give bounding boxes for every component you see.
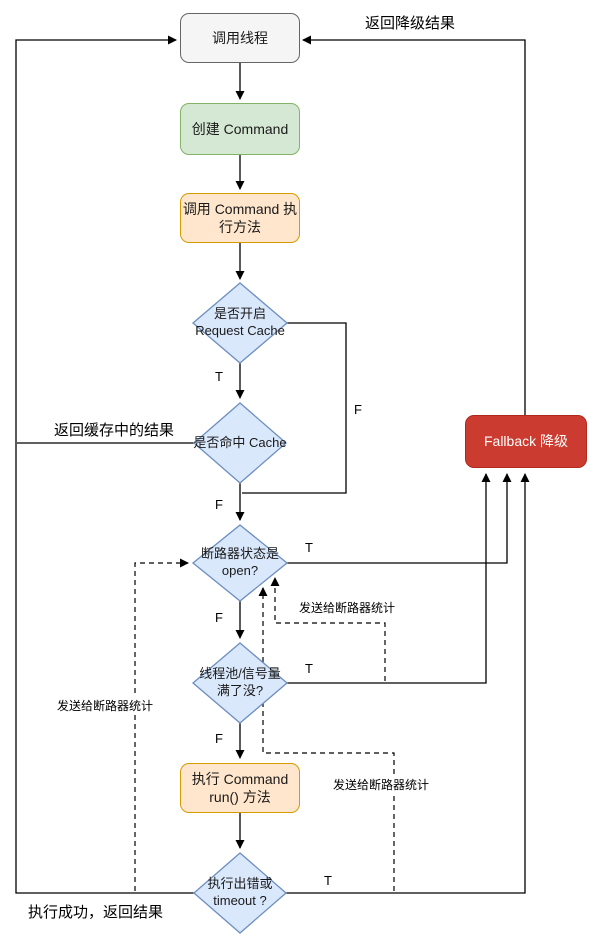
edge-label-circuit-open-true: T (303, 540, 315, 555)
edge-circuit-open-true-to-fallback (287, 473, 512, 564)
decision-pool-full-label: 线程池/信号量 满了没? (199, 666, 281, 698)
edge-pool-full-true-to-fallback (287, 473, 491, 684)
edge-label-cache-hit-false: F (213, 497, 225, 512)
node-invoke-execute-method: 调用 Command 执 行方法 (180, 193, 300, 243)
edge-label-request-cache-true: T (213, 369, 225, 384)
edge-label-return-fallback-result: 返回降级结果 (363, 12, 458, 33)
node-create-command-label: 创建 Command (191, 120, 289, 137)
edge-request-cache-false-bypass (242, 322, 347, 494)
node-create-command: 创建 Command (180, 103, 300, 155)
decision-cache-hit-label: 是否命中 Cache (193, 434, 287, 450)
edge-error-true-to-fallback (286, 473, 530, 894)
decision-request-cache-shape (191, 282, 289, 364)
decision-error-timeout-shape (193, 852, 287, 934)
decision-request-cache-label: 是否开启 Request Cache (195, 306, 285, 338)
edge-label-return-cached-result: 返回缓存中的结果 (52, 419, 177, 440)
node-fallback-degrade: Fallback 降级 (465, 415, 587, 468)
edge-label-error-timeout-true: T (322, 873, 334, 888)
edge-success-return-to-caller (15, 35, 194, 894)
node-fallback-degrade-label: Fallback 降级 (483, 433, 569, 450)
edge-label-pool-full-false: F (213, 731, 225, 746)
edge-stats-from-success (134, 558, 189, 891)
edge-label-circuit-open-false: F (213, 610, 225, 625)
edge-label-request-cache-false: F (352, 402, 364, 417)
decision-circuit-open-shape (191, 524, 289, 602)
node-invoke-execute-method-label: 调用 Command 执 行方法 (182, 200, 298, 235)
edge-stats-from-pool-full (270, 577, 386, 681)
decision-error-timeout-label: 执行出错或 timeout ? (207, 876, 273, 908)
edge-fallback-return-to-caller (302, 35, 526, 415)
edge-label-success-return-result: 执行成功，返回结果 (26, 901, 166, 922)
edge-label-send-stats-success: 发送给断路器统计 (55, 697, 156, 714)
decision-cache-hit-shape (193, 402, 287, 484)
node-caller-thread: 调用线程 (180, 13, 300, 63)
node-run-method: 执行 Command run() 方法 (180, 763, 300, 813)
decision-circuit-open-label: 断路器状态是 open? (200, 546, 279, 578)
decision-pool-full-shape (191, 642, 289, 724)
node-run-method-label: 执行 Command run() 方法 (191, 770, 289, 805)
edge-label-send-stats-pool: 发送给断路器统计 (297, 599, 398, 616)
node-caller-thread-label: 调用线程 (212, 29, 268, 46)
edge-label-pool-full-true: T (303, 661, 315, 676)
edge-stats-from-error (258, 587, 395, 891)
edge-label-send-stats-error: 发送给断路器统计 (331, 776, 432, 793)
